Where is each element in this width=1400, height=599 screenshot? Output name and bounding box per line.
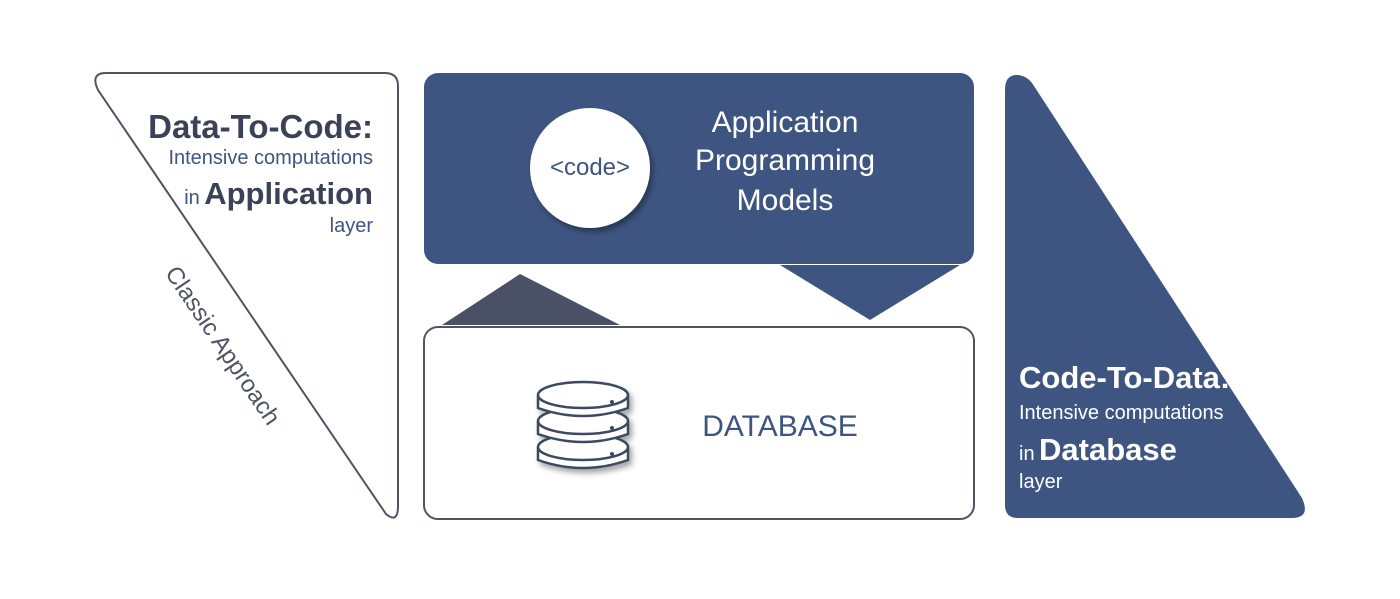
app-title-line2: Programming [694, 144, 876, 177]
right-line2: in Database [1019, 434, 1177, 465]
code-circle-icon [530, 108, 650, 228]
left-line2-prefix: in [184, 187, 200, 209]
data-centric-triangle [1005, 74, 1305, 519]
right-line3: layer [1019, 471, 1063, 493]
downward-arrow [780, 265, 960, 320]
right-heading: Code-To-Data: [1019, 360, 1231, 395]
left-line1: Intensive computations [168, 147, 373, 169]
left-line2-emphasis: Application [204, 176, 373, 211]
left-line2: in Application [184, 178, 373, 209]
database-box [423, 326, 975, 520]
app-title-line3: Models [736, 184, 834, 217]
right-line2-prefix: in [1019, 443, 1035, 465]
app-title-line1: Application [711, 106, 859, 139]
code-circle-label: <code> [549, 154, 631, 181]
classic-approach-triangle [94, 72, 399, 519]
database-label: DATABASE [702, 410, 858, 443]
left-heading: Data-To-Code: [148, 108, 373, 145]
database-icon [536, 380, 630, 470]
right-line2-emphasis: Database [1039, 432, 1177, 467]
upward-arrow [442, 274, 620, 325]
left-line3: layer [329, 215, 373, 237]
right-line1: Intensive computations [1019, 402, 1224, 424]
